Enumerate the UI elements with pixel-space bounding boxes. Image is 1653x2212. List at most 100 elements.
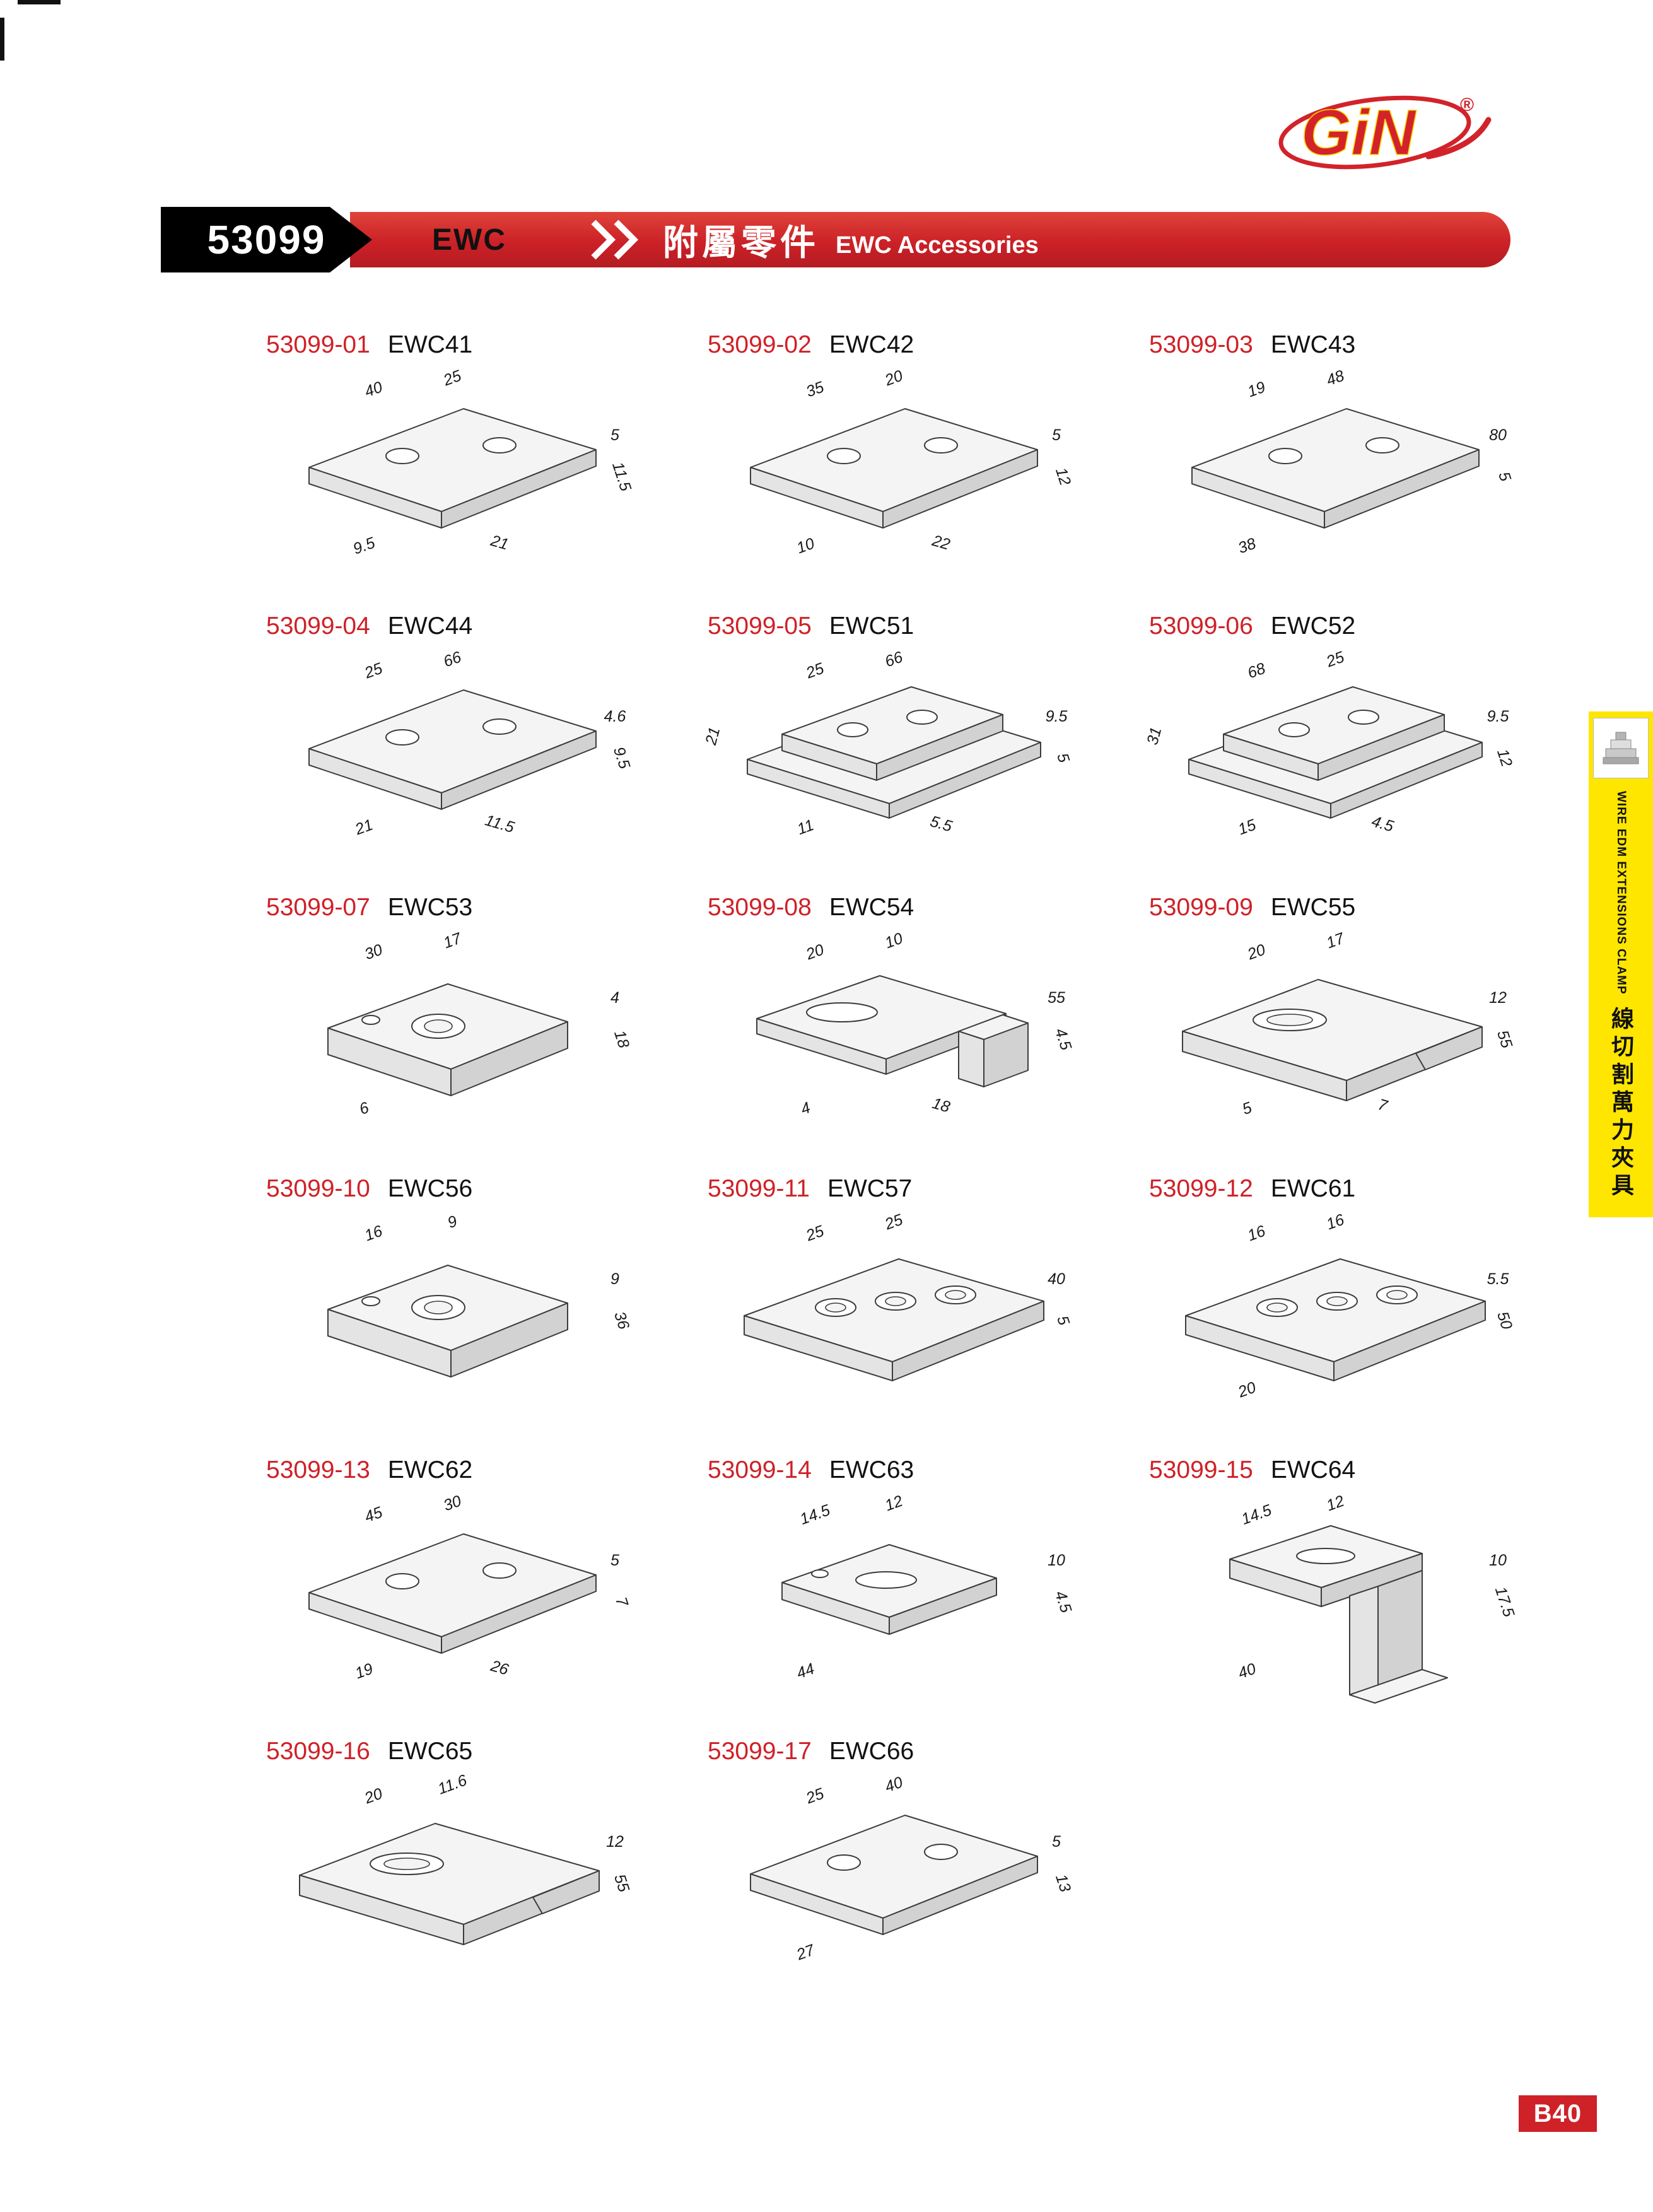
item-code: 53099-11 [708, 1175, 810, 1202]
item-code: 53099-02 [708, 331, 812, 358]
dimension-label: 4 [610, 989, 619, 1007]
dimension-label: 55 [1048, 989, 1065, 1007]
dimension-label: 5.5 [928, 812, 954, 836]
dimension-label: 30 [362, 941, 385, 964]
item-code: 53099-17 [708, 1738, 812, 1765]
dimension-label: 44 [794, 1660, 817, 1683]
dimension-label: 18 [930, 1094, 952, 1116]
item-title: 53099-16 EWC65 [246, 1738, 687, 1765]
dimension-label: 20 [1235, 1379, 1258, 1402]
dimension-label: 30 [441, 1492, 464, 1515]
dimension-label: 12 [882, 1492, 905, 1515]
dimension-label: 4.5 [1370, 812, 1396, 836]
dimension-label: 68 [1245, 660, 1268, 682]
item-code: 53099-09 [1149, 894, 1253, 921]
item-model: EWC66 [829, 1738, 914, 1765]
dimension-label: 10 [1048, 1552, 1065, 1569]
dimension-label: 25 [882, 1211, 905, 1234]
item-title: 53099-05 EWC51 [687, 612, 1129, 640]
dimension-label: 5 [1053, 1314, 1073, 1328]
item-model: EWC54 [829, 894, 914, 921]
dimension-label: 12 [1324, 1492, 1346, 1515]
dimension-label: 31 [1143, 725, 1165, 747]
item-title: 53099-04 EWC44 [246, 612, 687, 640]
item-title: 53099-12 EWC61 [1129, 1175, 1570, 1203]
side-tab-label-zh: 線切割萬力夾具 [1608, 1007, 1634, 1201]
dimension-label: 11.6 [435, 1771, 469, 1798]
dimension-label: 19 [353, 1660, 375, 1683]
dimension-label: 9.5 [1046, 708, 1068, 725]
section-title-en: EWC Accessories [835, 231, 1039, 259]
item-model: EWC57 [827, 1175, 913, 1202]
dimension-label: 17 [441, 929, 464, 952]
dimension-label: 5 [1053, 751, 1073, 765]
dimension-label: 9 [610, 1270, 619, 1288]
dimension-label: 26 [488, 1657, 511, 1679]
item-code: 53099-08 [708, 894, 812, 921]
item-title: 53099-09 EWC55 [1129, 894, 1570, 922]
dimension-label: 12 [1493, 747, 1516, 769]
dimension-label: 45 [362, 1504, 385, 1526]
dimension-label: 16 [1324, 1211, 1346, 1234]
dimension-label: 40 [1048, 1270, 1065, 1288]
dimension-label: 9 [445, 1212, 460, 1232]
dimension-label: 55 [1493, 1028, 1516, 1050]
banner-bar: EWC 附屬零件 EWC Accessories [350, 212, 1510, 267]
item-title: 53099-13 EWC62 [246, 1456, 687, 1484]
item-model: EWC43 [1270, 331, 1356, 358]
dimension-label: 25 [361, 660, 385, 682]
catalog-item: 53099-11 EWC57 25 25 40 5 [687, 1175, 1129, 1456]
item-code: 53099-13 [266, 1456, 370, 1483]
item-drawing: 16 16 5.5 50 20 [1185, 1211, 1516, 1402]
dimension-label: 21 [352, 816, 375, 839]
dimension-label: 20 [803, 941, 826, 964]
dimension-label: 11 [795, 816, 816, 838]
item-code: 53099-14 [708, 1456, 812, 1483]
section-category: EWC [432, 223, 506, 257]
item-title: 53099-10 EWC56 [246, 1175, 687, 1203]
dimension-label: 25 [440, 367, 464, 390]
section-code: 53099 [161, 207, 372, 272]
dimension-label: 27 [793, 1941, 817, 1964]
dimension-label: 12 [1052, 465, 1074, 488]
dimension-label: 18 [610, 1028, 633, 1050]
item-code: 53099-10 [266, 1175, 370, 1202]
item-title: 53099-15 EWC64 [1129, 1456, 1570, 1484]
dimension-label: 5.5 [1487, 1270, 1509, 1288]
dimension-label: 25 [803, 660, 826, 682]
crop-mark-vertical [0, 18, 4, 61]
dimension-label: 25 [803, 1222, 826, 1245]
dimension-label: 16 [1245, 1222, 1268, 1245]
item-title: 53099-06 EWC52 [1129, 612, 1570, 640]
item-code: 53099-05 [708, 612, 812, 640]
item-model: EWC53 [387, 894, 473, 921]
chevron-icon [591, 219, 639, 260]
dimension-label: 20 [361, 1785, 385, 1808]
dimension-label: 15 [1235, 816, 1258, 839]
crop-mark-horizontal [18, 0, 61, 4]
dimension-label: 10 [882, 930, 905, 952]
section-title-zh: 附屬零件 [662, 222, 819, 262]
dimension-label: 50 [1493, 1309, 1516, 1331]
side-tab-label-en: WIRE EDM EXTENSIONS CLAMP [1615, 790, 1628, 995]
dimension-label: 5 [610, 426, 619, 444]
dimension-label: 4.6 [604, 708, 626, 725]
dimension-label: 16 [362, 1222, 385, 1245]
dimension-label: 11.5 [483, 811, 517, 836]
side-tab-panel: WIRE EDM EXTENSIONS CLAMP 線切割萬力夾具 [1589, 711, 1653, 1217]
dimension-label: 21 [488, 532, 510, 554]
item-code: 53099-03 [1149, 331, 1253, 358]
dimension-label: 17 [1324, 929, 1347, 952]
dimension-label: 38 [1235, 535, 1258, 558]
